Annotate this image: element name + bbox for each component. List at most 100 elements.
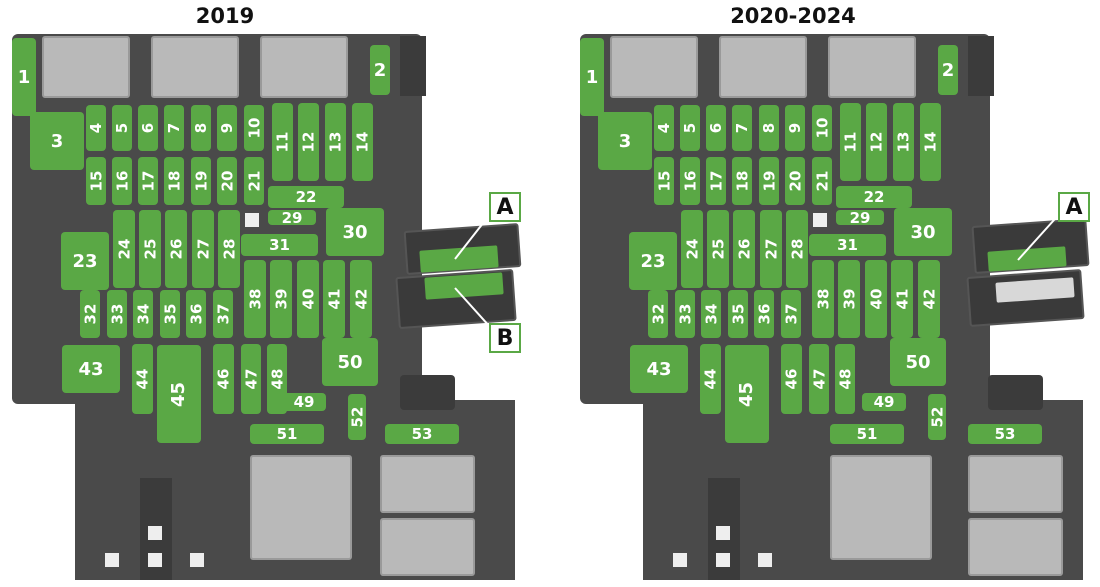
fuse-13[interactable]: 13: [325, 103, 346, 181]
fuse-16[interactable]: 16: [680, 157, 700, 205]
fuse-46[interactable]: 46: [781, 344, 802, 414]
fuse-2[interactable]: 2: [938, 45, 958, 95]
fuse-27[interactable]: 27: [760, 210, 782, 288]
fuse-32[interactable]: 32: [80, 290, 100, 338]
fuse-35[interactable]: 35: [728, 290, 748, 338]
fuse-21[interactable]: 21: [244, 157, 264, 205]
fuse-17[interactable]: 17: [138, 157, 158, 205]
fuse-50[interactable]: 50: [322, 338, 378, 386]
fuse-16[interactable]: 16: [112, 157, 132, 205]
fuse-12[interactable]: 12: [866, 103, 887, 181]
fuse-45[interactable]: 45: [157, 345, 201, 443]
fuse-11[interactable]: 11: [840, 103, 861, 181]
fuse-37[interactable]: 37: [781, 290, 801, 338]
fuse-33[interactable]: 33: [107, 290, 127, 338]
fuse-49[interactable]: 49: [862, 393, 906, 411]
fuse-41[interactable]: 41: [323, 260, 345, 338]
fuse-13[interactable]: 13: [893, 103, 914, 181]
fuse-37[interactable]: 37: [213, 290, 233, 338]
fuse-12[interactable]: 12: [298, 103, 319, 181]
fuse-43[interactable]: 43: [630, 345, 688, 393]
fuse-35[interactable]: 35: [160, 290, 180, 338]
fuse-9[interactable]: 9: [217, 105, 237, 151]
fuse-40[interactable]: 40: [865, 260, 887, 338]
fuse-30[interactable]: 30: [326, 208, 384, 256]
fuse-22[interactable]: 22: [836, 186, 912, 208]
fuse-24[interactable]: 24: [113, 210, 135, 288]
fuse-3[interactable]: 3: [598, 112, 652, 170]
fuse-18[interactable]: 18: [164, 157, 184, 205]
fuse-53[interactable]: 53: [968, 424, 1042, 444]
fuse-52[interactable]: 52: [928, 394, 946, 440]
fuse-45[interactable]: 45: [725, 345, 769, 443]
fuse-38[interactable]: 38: [244, 260, 266, 338]
fuse-4[interactable]: 4: [654, 105, 674, 151]
fuse-23[interactable]: 23: [61, 232, 109, 290]
fuse-1[interactable]: 1: [12, 38, 36, 116]
fuse-7[interactable]: 7: [732, 105, 752, 151]
fuse-15[interactable]: 15: [86, 157, 106, 205]
fuse-27[interactable]: 27: [192, 210, 214, 288]
fuse-36[interactable]: 36: [754, 290, 774, 338]
fuse-47[interactable]: 47: [241, 344, 261, 414]
fuse-24[interactable]: 24: [681, 210, 703, 288]
fuse-28[interactable]: 28: [218, 210, 240, 288]
fuse-26[interactable]: 26: [165, 210, 187, 288]
fuse-6[interactable]: 6: [706, 105, 726, 151]
fuse-28[interactable]: 28: [786, 210, 808, 288]
fuse-23[interactable]: 23: [629, 232, 677, 290]
fuse-38[interactable]: 38: [812, 260, 834, 338]
fuse-53[interactable]: 53: [385, 424, 459, 444]
fuse-15[interactable]: 15: [654, 157, 674, 205]
fuse-6[interactable]: 6: [138, 105, 158, 151]
fuse-14[interactable]: 14: [352, 103, 373, 181]
fuse-1[interactable]: 1: [580, 38, 604, 116]
fuse-17[interactable]: 17: [706, 157, 726, 205]
fuse-19[interactable]: 19: [191, 157, 211, 205]
fuse-9[interactable]: 9: [785, 105, 805, 151]
fuse-14[interactable]: 14: [920, 103, 941, 181]
fuse-39[interactable]: 39: [838, 260, 860, 338]
fuse-44[interactable]: 44: [700, 344, 721, 414]
fuse-52[interactable]: 52: [348, 394, 366, 440]
fuse-25[interactable]: 25: [707, 210, 729, 288]
fuse-40[interactable]: 40: [297, 260, 319, 338]
fuse-19[interactable]: 19: [759, 157, 779, 205]
fuse-18[interactable]: 18: [732, 157, 752, 205]
fuse-3[interactable]: 3: [30, 112, 84, 170]
fuse-10[interactable]: 10: [244, 105, 264, 151]
fuse-31[interactable]: 31: [241, 234, 318, 256]
fuse-8[interactable]: 8: [191, 105, 211, 151]
fuse-5[interactable]: 5: [680, 105, 700, 151]
fuse-41[interactable]: 41: [891, 260, 913, 338]
fuse-11[interactable]: 11: [272, 103, 293, 181]
fuse-48[interactable]: 48: [835, 344, 855, 414]
fuse-44[interactable]: 44: [132, 344, 153, 414]
fuse-10[interactable]: 10: [812, 105, 832, 151]
fuse-31[interactable]: 31: [809, 234, 886, 256]
fuse-51[interactable]: 51: [830, 424, 904, 444]
fuse-34[interactable]: 34: [133, 290, 153, 338]
fuse-39[interactable]: 39: [270, 260, 292, 338]
fuse-42[interactable]: 42: [350, 260, 372, 338]
fuse-2[interactable]: 2: [370, 45, 390, 95]
fuse-49[interactable]: 49: [282, 393, 326, 411]
fuse-43[interactable]: 43: [62, 345, 120, 393]
fuse-29[interactable]: 29: [836, 209, 884, 227]
fuse-26[interactable]: 26: [733, 210, 755, 288]
fuse-46[interactable]: 46: [213, 344, 234, 414]
fuse-20[interactable]: 20: [785, 157, 805, 205]
fuse-22[interactable]: 22: [268, 186, 344, 208]
fuse-20[interactable]: 20: [217, 157, 237, 205]
fuse-30[interactable]: 30: [894, 208, 952, 256]
fuse-32[interactable]: 32: [648, 290, 668, 338]
fuse-7[interactable]: 7: [164, 105, 184, 151]
fuse-29[interactable]: 29: [268, 209, 316, 227]
fuse-8[interactable]: 8: [759, 105, 779, 151]
fuse-50[interactable]: 50: [890, 338, 946, 386]
fuse-51[interactable]: 51: [250, 424, 324, 444]
fuse-33[interactable]: 33: [675, 290, 695, 338]
fuse-34[interactable]: 34: [701, 290, 721, 338]
fuse-21[interactable]: 21: [812, 157, 832, 205]
fuse-36[interactable]: 36: [186, 290, 206, 338]
